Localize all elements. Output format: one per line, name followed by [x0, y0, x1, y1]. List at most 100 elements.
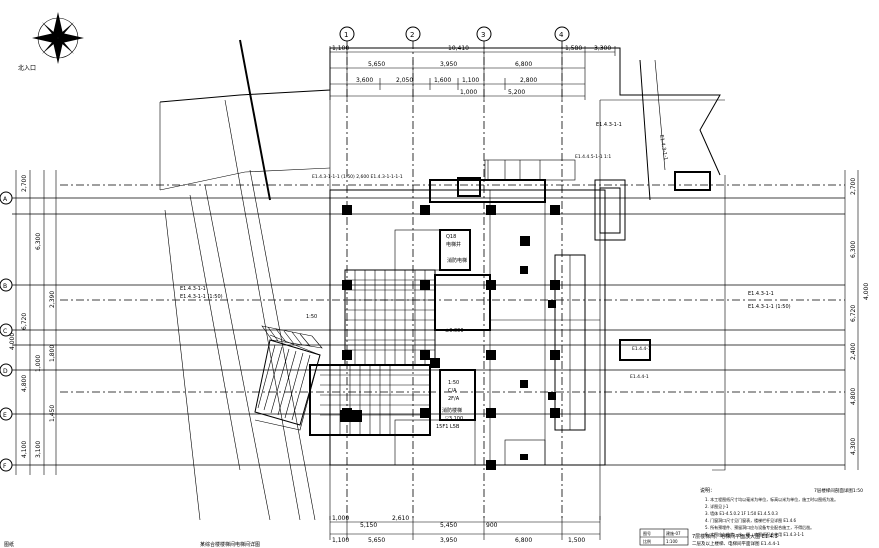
dim-right-1: 6,300 [850, 241, 857, 258]
dim-left-5: 1,800 [49, 345, 56, 362]
dim-top-row3-1: 5,200 [508, 89, 525, 96]
callout-center-2: C/A [448, 388, 457, 394]
title-label-2: 比例 [643, 538, 651, 544]
drawing-title: 7层楼梯间、电梯间平面放大图 E1.4.3 [692, 533, 778, 540]
dim-bottom-row2-0: 1,100 [332, 537, 349, 544]
dim-left-10: 4,100 [21, 441, 28, 458]
dim-top-row2-0: 3,600 [356, 77, 373, 84]
dim-top-row2-2: 1,600 [434, 77, 451, 84]
callout-center-3: 2F/A [448, 396, 460, 402]
callout-center-4: 消防楼梯 [442, 407, 462, 414]
stair-ramp [254, 325, 323, 426]
dim-left-2: 2,390 [49, 291, 56, 308]
site-outline [159, 47, 726, 520]
dim-left-7: 4,800 [21, 375, 28, 392]
footer-drawing: 某综合楼楼梯间电梯间详图 [200, 541, 260, 548]
dim-left-8: 1,450 [49, 405, 56, 422]
callout-center-1: 1:50 [448, 380, 459, 386]
atrium-grid [320, 270, 435, 435]
dim-right-5: 4,000 [863, 283, 870, 300]
dim-left-3: 6,720 [21, 313, 28, 330]
top-dimensions: 1,100 10,410 1,580 3,300 5,650 3,950 6,8… [329, 45, 616, 100]
callout-left-1: E1.4.3-1-1 [180, 286, 206, 292]
note-line-3: 4. 门窗洞口尺寸见门窗表，楼梯栏杆见详图 E1.4.6 [705, 517, 797, 523]
title-label-1: 图号 [643, 530, 651, 536]
dim-top-row2-4: 2,800 [520, 77, 537, 84]
callout-right-mid-2: E1.4.3-1-1 (1:50) [748, 304, 791, 310]
grid-marker-1: 1 [344, 31, 348, 39]
callout-box-b: 消防电梯 [447, 257, 467, 264]
callout-box-left: 1:50 [306, 314, 317, 320]
drawing-subtitle: 二层及以上楼梯、电梯间平面详图 E1.4.4-1 [692, 540, 780, 547]
dim-top-row1-2: 6,800 [515, 61, 532, 68]
dim-right-6: 4,300 [850, 438, 857, 455]
north-label: 北入口 [18, 64, 36, 72]
callouts: E1.4.3-1-1-1 (1:50) 2,600 E1.4.3-1-1-1-1… [180, 122, 791, 430]
callout-top-right-box: E1.4.4.5-1-1 1:1 [575, 154, 611, 160]
callout-room: 15F1 L5B [436, 424, 460, 430]
dim-right-3: 2,400 [850, 343, 857, 360]
diagonal-structures [164, 39, 666, 521]
callout-level: ±0.000 [445, 328, 464, 334]
north-arrow-icon [32, 12, 84, 64]
notes-block: 说明： 7层楼梯间剖面详图1:50 1. 本工程图纸尺寸均以毫米为单位，标高以米… [700, 487, 863, 537]
callout-box-a-2: 电梯井 [446, 241, 461, 248]
title-value-2: 1:100 [666, 539, 678, 544]
dim-top-row3-0: 1,000 [460, 89, 477, 96]
dim-top-row2-3: 1,100 [462, 77, 479, 84]
bottom-dimensions: 1,000 5,150 2,610 5,450 900 1,100 5,650 … [329, 515, 601, 544]
left-marker-4: E [3, 412, 7, 419]
dim-bottom-row1-0: 1,000 [332, 515, 349, 522]
dim-bottom-row1-3: 5,450 [440, 522, 457, 529]
callout-ref-right: E1.4.4-1 [632, 346, 651, 352]
left-marker-5: F [3, 463, 7, 470]
dim-bottom-row1-4: 900 [486, 522, 498, 529]
callout-top-right-2: E1.4.3-1-1 [658, 134, 668, 161]
dim-bottom-row2-2: 3,950 [440, 537, 457, 544]
callout-code: ▽3.100 [445, 416, 463, 422]
left-marker-0: A [3, 196, 8, 203]
note-line-1: 2. 详图见 J-1 [705, 503, 729, 509]
callout-box-a-1: Q18 [446, 234, 456, 240]
grid-marker-4: 4 [559, 31, 564, 39]
note-line-2: 3. 墙体 E1-4.5.0.2 1F 1:50 E1.4.5.0.3 [705, 510, 778, 516]
dim-right-2: 6,720 [850, 305, 857, 322]
dim-bottom-row2-4: 1,500 [568, 537, 585, 544]
dim-left-6: 1,000 [35, 355, 42, 372]
dim-left-0: 2,700 [21, 175, 28, 192]
notes-right-small: 7层楼梯间剖面详图1:50 [814, 487, 863, 494]
dim-bottom-row2-1: 5,650 [368, 537, 385, 544]
callout-right-mid-1: E1.4.3-1-1 [748, 291, 774, 297]
dim-right-0: 2,700 [850, 178, 857, 195]
dim-left-4: 4,000 [9, 333, 16, 350]
dim-bottom-row1-1: 5,150 [360, 522, 377, 529]
structural-columns [340, 205, 560, 470]
callout-top-right-1: E1.4.3-1-1 [596, 122, 622, 128]
dim-top-row1-1: 3,950 [440, 61, 457, 68]
notes-heading: 说明： [700, 487, 715, 494]
left-dimensions: 2,700 6,300 2,390 6,720 4,000 1,800 1,00… [9, 170, 57, 475]
footer-sheet: 图纸 [4, 541, 14, 548]
grid-marker-3: 3 [481, 31, 485, 39]
vertical-grid-lines [346, 41, 563, 520]
title-value-1: 建施-07 [666, 530, 681, 536]
dim-top-row2-1: 2,050 [396, 77, 413, 84]
horizontal-grid-lines [12, 184, 845, 466]
grid-marker-2: 2 [410, 31, 414, 39]
left-marker-3: D [3, 368, 8, 375]
footer: 图纸 某综合楼楼梯间电梯间详图 [4, 541, 260, 548]
left-marker-1: B [3, 283, 7, 290]
left-marker-2: C [3, 328, 7, 335]
note-line-0: 1. 本工程图纸尺寸均以毫米为单位，标高以米为单位，施工时以图纸为准。 [705, 496, 838, 502]
dim-right-4: 4,800 [850, 388, 857, 405]
note-line-4: 5. 所有预埋件、预留洞口应与设备专业配合施工，不得后凿。 [705, 524, 814, 530]
top-grid-markers: 1 2 3 4 [339, 26, 570, 42]
callout-top-note: E1.4.3-1-1-1 (1:50) 2,600 E1.4.3-1-1-1-1 [312, 174, 403, 180]
dim-bottom-row2-3: 6,800 [515, 537, 532, 544]
dim-top-row1-0: 5,650 [368, 61, 385, 68]
note-line-5: 6. 本图应与结构、水、暖、电图纸配合使用 E1.4.3-1-1 [705, 531, 804, 537]
dim-left-9: 3,100 [35, 441, 42, 458]
dim-left-1: 6,300 [35, 233, 42, 250]
left-grid-markers: A B C D E F [0, 191, 13, 472]
